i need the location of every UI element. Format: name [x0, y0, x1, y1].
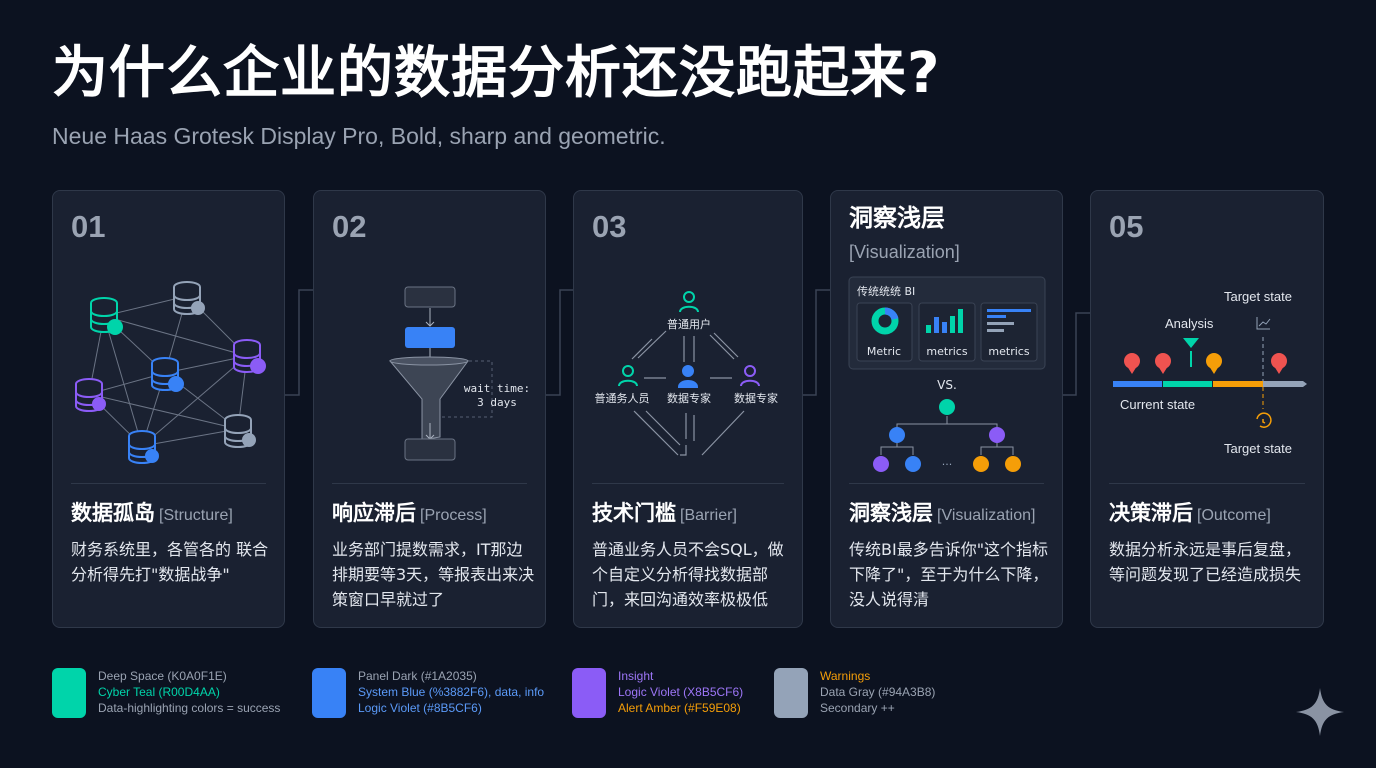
card-tech-barrier: 03 普通用户 普通务人员 数据专家 数据专家 技术门槛[Barrier] 普通…	[573, 190, 803, 628]
ellipsis: ···	[942, 458, 953, 471]
search-icon	[989, 427, 1005, 443]
analysis-marker-icon	[1183, 338, 1199, 348]
legend-text: Data-highlighting colors = success	[98, 701, 281, 715]
divider	[71, 483, 266, 484]
card-description: 普通业务人员不会SQL，做个自定义分析得找数据部门，来回沟通效率极极低	[592, 540, 784, 609]
card-number: 02	[332, 209, 367, 244]
card-description: 财务系统里，各管各的 联合分析得先打"数据战争"	[71, 540, 269, 584]
clock-icon	[1256, 412, 1272, 428]
node-label: 普通务人员	[595, 391, 650, 405]
current-state-label: Current state	[1120, 397, 1195, 412]
legend-text: Secondary ++	[820, 701, 895, 715]
database-icon	[128, 430, 159, 465]
database-icon	[224, 414, 256, 449]
trend-chart-icon	[1256, 317, 1271, 330]
card-number: 01	[71, 209, 106, 244]
tile-label: metrics	[926, 345, 967, 358]
page-subtitle: Neue Haas Grotesk Display Pro, Bold, sha…	[52, 123, 666, 149]
color-swatch	[312, 668, 346, 718]
card-heading: 洞察浅层[Visualization]	[849, 501, 1036, 525]
node-label: 普通用户	[667, 317, 711, 331]
legend-text: Panel Dark (#1A2035)	[358, 669, 477, 683]
legend-text: Data Gray (#94A3B8)	[820, 685, 936, 699]
bi-panel-title: 传统统统 BI	[857, 285, 915, 298]
divider	[1109, 483, 1305, 484]
bar-chart-icon	[926, 309, 963, 333]
database-icon	[90, 297, 123, 335]
legend-text: Warnings	[820, 669, 871, 683]
color-swatch	[572, 668, 606, 718]
funnel-process-illustration: wait time: 3 days	[388, 286, 530, 461]
legend-teal: Deep Space (K0A0F1E) Cyber Teal (R00D4AA)…	[52, 668, 280, 718]
lightbulb-icon	[939, 399, 955, 415]
card-description: 传统BI最多告诉你"这个指标下降了"，至于为什么下降，没人说得清	[849, 540, 1049, 609]
card-response-lag: 02 wait time: 3 days 响应滞后[Process] 业务部门提…	[313, 190, 546, 628]
divider	[592, 483, 784, 484]
vs-label: VS.	[937, 378, 957, 392]
node-label: 数据专家	[734, 391, 778, 405]
card-heading: 技术门槛[Barrier]	[592, 501, 737, 525]
card-data-silos: 01 数据孤岛[Structure] 财务系统里，各管各的 联合分析得先打"数据…	[52, 190, 285, 628]
database-icon	[233, 339, 266, 374]
tile-label: Metric	[867, 345, 901, 358]
pin-icon	[1271, 353, 1287, 374]
pin-icon	[1155, 353, 1171, 374]
card-shallow-insight: 洞察浅层 [Visualization] 传统统统 BI Metric metr…	[830, 190, 1063, 628]
divider	[332, 483, 527, 484]
user-icon	[679, 291, 699, 313]
legend-text: System Blue (%3882F6), data, info	[358, 685, 545, 699]
legend-text: Alert Amber (#F59E08)	[618, 701, 741, 715]
currency-icon	[1005, 456, 1021, 472]
card-title: 洞察浅层	[849, 204, 945, 232]
divider	[849, 483, 1044, 484]
database-icon	[173, 281, 205, 316]
color-swatch	[52, 668, 86, 718]
wait-time-label: wait time:	[464, 382, 530, 395]
target-state-bottom-label: Target state	[1224, 441, 1292, 456]
tile-label: metrics	[988, 345, 1029, 358]
pin-icon	[1124, 353, 1140, 374]
card-heading: 响应滞后[Process]	[332, 501, 487, 525]
sparkle-icon	[1296, 688, 1344, 736]
pin-icon	[1206, 353, 1222, 374]
card-subtitle: [Visualization]	[849, 242, 960, 262]
database-icon	[75, 378, 106, 413]
card-description: 数据分析永远是事后复盘，等问题发现了已经造成损失	[1109, 540, 1302, 584]
user-network-illustration: 普通用户 普通务人员 数据专家 数据专家	[595, 291, 778, 456]
bi-vs-tree-illustration: 传统统统 BI Metric metrics metrics VS. ···	[848, 276, 1046, 472]
magnifier-icon	[873, 456, 889, 472]
color-swatch	[774, 668, 808, 718]
warning-icon	[973, 456, 989, 472]
timeline-illustration: Target state Analysis Current state Targ…	[1113, 289, 1307, 456]
target-state-top-label: Target state	[1224, 289, 1292, 304]
card-decision-lag: 05 Target state Analysis Current state T…	[1090, 190, 1324, 628]
globe-icon	[889, 427, 905, 443]
database-icon	[151, 357, 184, 392]
node-label: 数据专家	[667, 391, 711, 405]
card-description: 业务部门提数需求，IT那边排期要等3天，等报表出来决策窗口早就过了	[332, 540, 535, 609]
card-number: 03	[592, 209, 627, 244]
hbar-chart-icon	[987, 309, 1031, 332]
analysis-label: Analysis	[1165, 316, 1214, 331]
page-title: 为什么企业的数据分析还没跑起来?	[52, 41, 941, 106]
filter-icon	[905, 456, 921, 472]
legend-blue: Panel Dark (#1A2035) System Blue (%3882F6…	[312, 668, 544, 718]
database-network-illustration	[75, 281, 266, 465]
wait-time-value: 3 days	[477, 396, 517, 409]
legend-text: Logic Violet (#8B5CF6)	[358, 701, 482, 715]
legend-text: Logic Violet (X8B5CF6)	[618, 685, 744, 699]
user-icon	[677, 365, 699, 388]
card-heading: 决策滞后[Outcome]	[1109, 501, 1271, 525]
card-heading: 数据孤岛[Structure]	[71, 501, 233, 525]
legend-text: Deep Space (K0A0F1E)	[98, 669, 227, 683]
user-icon	[740, 365, 760, 387]
legend-text: Cyber Teal (R00D4AA)	[98, 685, 220, 699]
card-number: 05	[1109, 209, 1144, 244]
user-icon	[618, 365, 638, 387]
legend-text: Insight	[618, 669, 654, 683]
